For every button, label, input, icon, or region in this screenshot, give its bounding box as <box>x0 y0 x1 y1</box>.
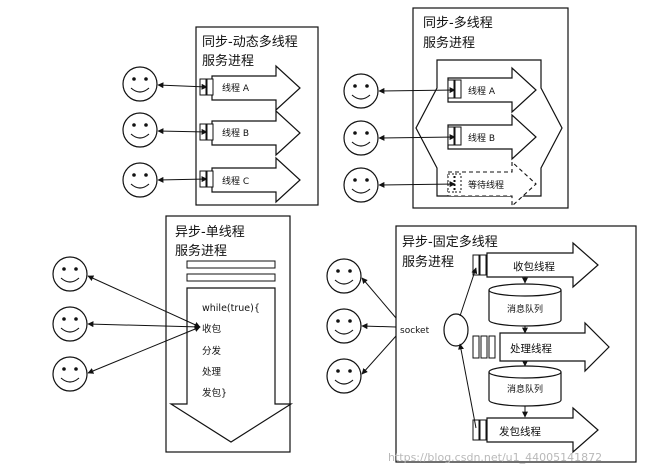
client-face-icon <box>343 167 379 203</box>
client-face-icon <box>52 256 88 292</box>
connection-arrow <box>361 323 397 330</box>
thread-arrow-a: 线程 A <box>199 64 301 112</box>
code-line: 收包 <box>202 323 222 335</box>
process-thread-arrow: 处理线程 <box>472 321 610 373</box>
receive-thread-arrow: 收包线程 <box>472 241 599 289</box>
panel-title-line2: 服务进程 <box>202 53 254 69</box>
client-face-icon <box>122 66 158 102</box>
message-queue-2: 消息队列 <box>488 365 562 407</box>
panel-async-fixed: 异步-固定多线程 服务进程 收包线程 消息队列 处理线程 <box>326 225 637 463</box>
client-face-icon <box>122 162 158 198</box>
send-thread-arrow: 发包线程 <box>472 406 599 454</box>
socket-label: socket <box>400 326 430 336</box>
message-queue-1: 消息队列 <box>488 283 562 327</box>
connection-arrow <box>157 176 208 183</box>
waiting-thread-arrow: 等待线程 <box>447 160 537 208</box>
client-face-icon <box>343 120 379 156</box>
buffer-bar <box>186 273 276 282</box>
connection-arrow <box>378 87 456 94</box>
buffer-bar <box>186 260 276 269</box>
thread-label: 线程 B <box>468 132 495 144</box>
flow-arrow <box>458 343 477 429</box>
connection-arrow <box>157 128 208 135</box>
queue-label: 消息队列 <box>507 303 543 315</box>
panel-title-line1: 异步-固定多线程 <box>402 234 498 250</box>
thread-label: 线程 C <box>222 175 249 187</box>
panel-title-line2: 服务进程 <box>175 243 227 259</box>
connection-arrow <box>378 134 456 141</box>
client-face-icon <box>52 356 88 392</box>
event-loop-down-arrow <box>168 287 294 443</box>
panel-title-line2: 服务进程 <box>402 254 454 270</box>
client-face-icon <box>326 308 362 344</box>
client-face-icon <box>52 306 88 342</box>
panel-sync-multi: 同步-多线程 服务进程 线程 A 线程 B 等待线程 <box>343 7 569 209</box>
connection-arrow <box>87 275 201 328</box>
waiting-thread-label: 等待线程 <box>468 179 504 191</box>
connection-arrow <box>361 335 397 375</box>
connection-arrow <box>157 82 208 90</box>
flow-arrow <box>459 267 478 317</box>
thread-label: 线程 B <box>222 127 249 139</box>
code-line: 处理 <box>202 366 222 378</box>
connection-arrow <box>378 181 456 188</box>
panel-async-single: 异步-单线程 服务进程 while(true){ 收包 分发 处理 发包} <box>52 215 294 453</box>
client-face-icon <box>122 112 158 148</box>
thread-arrow-b: 线程 B <box>447 113 537 161</box>
panel-title-line1: 同步-动态多线程 <box>202 34 298 50</box>
panel-title-line2: 服务进程 <box>423 35 475 51</box>
thread-label: 线程 A <box>468 85 496 97</box>
code-line: 分发 <box>202 345 222 357</box>
socket-node <box>443 313 469 347</box>
connection-arrow <box>87 326 201 374</box>
queue-label: 消息队列 <box>507 383 543 395</box>
client-face-icon <box>326 258 362 294</box>
client-face-icon <box>326 358 362 394</box>
receive-thread-label: 收包线程 <box>513 260 555 273</box>
code-line: while(true){ <box>202 303 260 314</box>
panel-title-line1: 异步-单线程 <box>175 225 245 240</box>
thread-label: 线程 A <box>222 82 250 94</box>
client-face-icon <box>343 73 379 109</box>
panel-sync-dynamic: 同步-动态多线程 服务进程 线程 A 线程 B 线程 C <box>122 26 319 206</box>
send-thread-label: 发包线程 <box>499 425 541 438</box>
panel-title-line1: 同步-多线程 <box>423 15 493 31</box>
connection-arrow <box>361 277 397 319</box>
watermark-text: https://blog.csdn.net/u1_44005141872 <box>388 451 602 464</box>
code-line: 发包} <box>202 387 227 399</box>
process-thread-label: 处理线程 <box>510 342 552 355</box>
